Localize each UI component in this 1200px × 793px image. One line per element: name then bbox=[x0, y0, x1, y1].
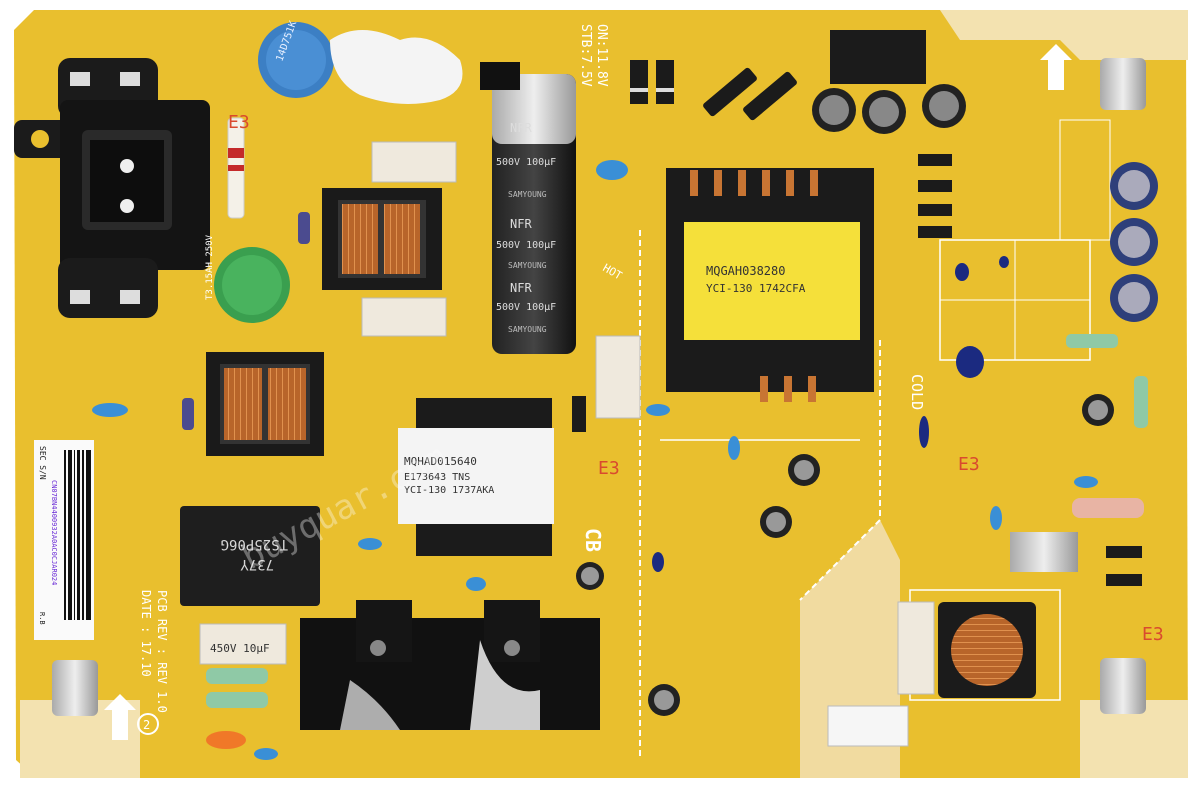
orange-cap bbox=[206, 731, 246, 749]
e3-marker-3: E3 bbox=[958, 454, 980, 475]
cap-brand-label-3: SAMYOUNG bbox=[508, 325, 547, 334]
cap-nfr-label-2: NFR bbox=[510, 217, 532, 231]
serial-number-sticker: SEC S/N CN07BN4400932A0AC0CJAR024 R.B bbox=[34, 440, 94, 640]
cap-rating-label-3: 500V 100μF bbox=[496, 302, 556, 313]
output-film-cap bbox=[897, 601, 935, 695]
pcb-date-label: DATE : 17.10 bbox=[139, 590, 153, 677]
small-film-cap bbox=[595, 335, 641, 419]
main-transformer-code: MQGAH038280 bbox=[706, 264, 785, 278]
cap-nfr-label-3: NFR bbox=[510, 281, 532, 295]
bridge-code-label: TS25P06G bbox=[221, 536, 288, 552]
standby-transformer-cert: E173643 TNS bbox=[404, 472, 470, 483]
standby-transformer: MQHAD015640 E173643 TNS YCI-130 1737AKA bbox=[398, 398, 554, 556]
standby-transformer-code: MQHAD015640 bbox=[404, 455, 477, 468]
fuse bbox=[227, 117, 245, 219]
sticker-sec-label: SEC S/N bbox=[38, 446, 47, 480]
standby-transformer-model: YCI-130 1737AKA bbox=[404, 485, 494, 496]
glue-blob bbox=[330, 30, 463, 104]
ac-inlet-connector bbox=[14, 58, 210, 318]
circled-number: 2 bbox=[143, 718, 150, 732]
bridge-rectifier: TS25P06G 737Y bbox=[180, 506, 320, 606]
e3-marker-1: E3 bbox=[228, 112, 250, 133]
main-transformer-model: YCI-130 1742CFA bbox=[706, 282, 806, 295]
cap-nfr-label-1: NFR bbox=[510, 121, 532, 135]
cap-brand-label-2: SAMYOUNG bbox=[508, 261, 547, 270]
film-capacitor bbox=[199, 623, 287, 665]
silver-component bbox=[1010, 532, 1078, 572]
pcb-rev-label: PCB REV : REV 1.0 bbox=[155, 590, 169, 713]
axial-diodes bbox=[572, 60, 1142, 586]
output-connector-top bbox=[830, 30, 926, 84]
main-transformer: MQGAH038280 YCI-130 1742CFA bbox=[666, 168, 874, 402]
ceramic-caps bbox=[92, 160, 1098, 760]
output-connector-bottom bbox=[827, 705, 909, 747]
sticker-serial-code: CN07BN4400932A0AC0CJAR024 bbox=[50, 480, 58, 585]
common-mode-choke-1 bbox=[322, 188, 442, 290]
stby-voltage-label: STB:7.5V bbox=[578, 24, 593, 87]
cap-rating-label-1: 500V 100μF bbox=[496, 157, 556, 168]
sticker-rb-label: R.B bbox=[38, 612, 46, 625]
cb-silk-label: CB bbox=[581, 528, 605, 552]
varistor bbox=[214, 247, 290, 323]
marker-spots bbox=[652, 256, 1009, 572]
x-capacitor-2 bbox=[361, 297, 447, 337]
film-capacitor-label: 450V 10μF bbox=[210, 642, 270, 655]
arrow-up-icon-2 bbox=[104, 694, 136, 740]
output-capacitors bbox=[576, 84, 1158, 716]
common-mode-choke-2 bbox=[206, 352, 324, 456]
y-capacitor: 14D751K bbox=[258, 20, 334, 98]
on-voltage-label: ON:11.8V bbox=[594, 24, 609, 87]
e3-marker-4: E3 bbox=[1142, 624, 1164, 645]
heatsink bbox=[300, 600, 600, 730]
mounting-clips bbox=[52, 58, 1146, 716]
e3-marker-2: E3 bbox=[598, 458, 620, 479]
x-capacitor-1 bbox=[371, 141, 457, 183]
output-inductor bbox=[938, 602, 1036, 698]
cold-zone-label: COLD bbox=[908, 374, 926, 410]
resistors bbox=[182, 212, 1148, 708]
bulk-capacitor: NFR 500V 100μF SAMYOUNG NFR 500V 100μF S… bbox=[480, 62, 576, 354]
arrow-up-icon bbox=[1040, 44, 1072, 90]
fuse-rating-label: T3.15AH 250V bbox=[205, 234, 215, 300]
cap-rating-label-2: 500V 100μF bbox=[496, 240, 556, 251]
bridge-date-label: 737Y bbox=[240, 556, 274, 572]
cap-brand-label-1: SAMYOUNG bbox=[508, 190, 547, 199]
